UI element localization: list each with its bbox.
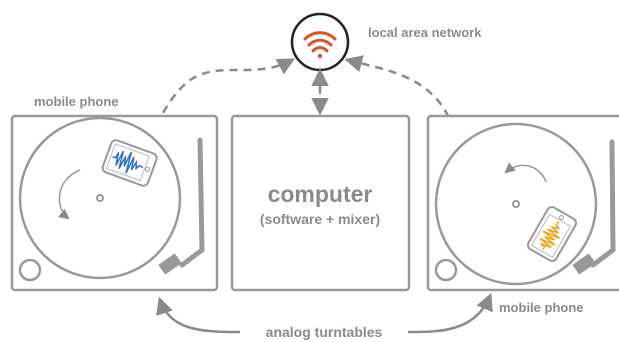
waveform-icon [539, 221, 561, 250]
left-phone [101, 139, 158, 187]
left-turntable [10, 114, 219, 292]
waveform-icon [112, 150, 144, 174]
computer-title: computer [268, 181, 373, 207]
tonearm [572, 139, 616, 275]
computer-box [230, 114, 411, 292]
network-node [290, 12, 350, 72]
right-turntable [426, 114, 619, 292]
wifi-icon [303, 31, 337, 59]
right-phone [526, 206, 578, 262]
turntables-label: analog turntables [266, 324, 383, 340]
link-left-phone [148, 58, 296, 138]
tonearm [158, 137, 205, 275]
turntable-arrows [156, 292, 493, 334]
right-phone-label: mobile phone [499, 300, 584, 315]
left-phone-label: mobile phone [34, 94, 119, 109]
network-label: local area network [368, 25, 482, 40]
computer-subtitle: (software + mixer) [260, 211, 380, 227]
